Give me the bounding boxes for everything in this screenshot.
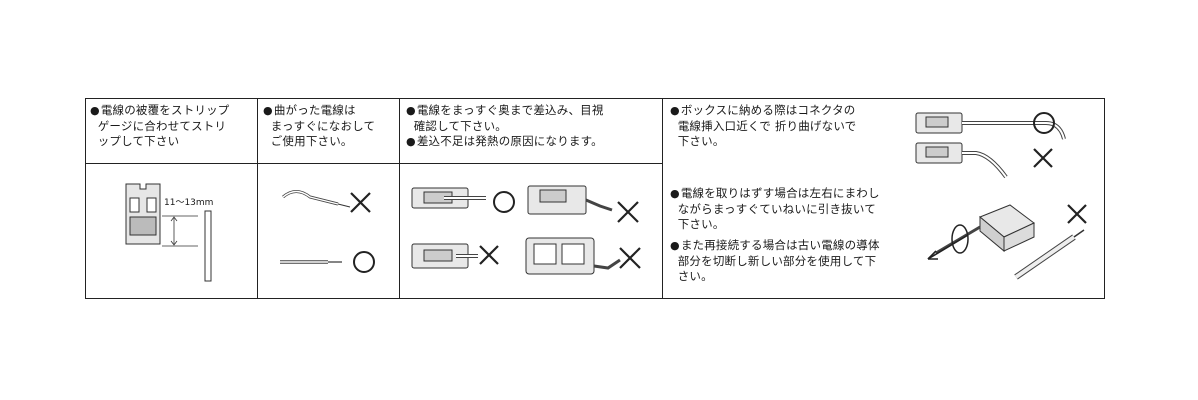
divider	[86, 163, 662, 164]
remove-wire-figure	[927, 204, 1087, 280]
panel3-line: 電線をまっすぐ奥まで差込み、目視	[416, 103, 604, 117]
connector-ok	[411, 187, 486, 209]
panel2-line: まっすぐになおして	[270, 118, 376, 133]
bullet: ●	[670, 239, 680, 252]
divider	[399, 99, 400, 298]
panel1-text: ●電線の被覆をストリップ ゲージに合わせてストリ ップして下さい	[90, 103, 230, 150]
connector-ng-topview	[525, 237, 621, 275]
panel4-item3: ●また再接続する場合は古い電線の導体 部分を切断し新しい部分を使用して下 さい。	[670, 238, 880, 285]
panel4-line: また再接続する場合は古い電線の導体	[680, 238, 880, 252]
cross-ng-mark	[1033, 148, 1053, 168]
connector-ng-partial	[411, 243, 478, 269]
divider	[257, 99, 258, 298]
insertion-check-figure	[411, 185, 641, 275]
connector-ng-shallow	[527, 185, 613, 215]
bullet: ●	[670, 104, 680, 117]
panel4-line: 電線挿入口近くで 折り曲げないで	[677, 118, 857, 133]
strip-length-label: 11〜13mm	[164, 198, 213, 208]
divider	[662, 99, 663, 298]
twist-arrow	[951, 224, 969, 254]
panel4-line: 下さい。	[677, 217, 725, 231]
panel4-line: ボックスに納める際はコネクタの	[680, 103, 856, 117]
panel4-line: 下さい。	[677, 134, 725, 148]
circle-ok-mark	[493, 191, 515, 213]
connector-remove	[935, 204, 1035, 255]
wire-straighten-figure	[280, 190, 375, 273]
panel1-line: ップして下さい	[97, 134, 180, 148]
bullet: ●	[263, 104, 273, 117]
circle-ok-mark	[353, 251, 375, 273]
bullet: ●	[406, 135, 416, 148]
panel4-line: 電線を取りはずす場合は左右にまわし	[680, 186, 880, 200]
cross-ng-mark	[1067, 204, 1087, 224]
pull-arrow	[927, 234, 969, 260]
cross-ng-mark	[350, 192, 371, 213]
panel4-item2: ●電線を取りはずす場合は左右にまわし ながらまっすぐていねいに引き抜いて 下さい…	[670, 186, 880, 233]
panel1-line: ゲージに合わせてストリ	[97, 118, 227, 133]
bend-check-figure	[915, 112, 1066, 179]
panel2-text: ●曲がった電線は まっすぐになおして ご使用下さい。	[263, 103, 375, 150]
cross-ng-mark	[617, 201, 639, 223]
cross-ng-mark	[479, 245, 499, 265]
panel4-item1: ●ボックスに納める際はコネクタの 電線挿入口近くで 折り曲げないで 下さい。	[670, 103, 856, 150]
instruction-table: ●電線の被覆をストリップ ゲージに合わせてストリ ップして下さい ●曲がった電線…	[85, 98, 1105, 299]
bullet: ●	[90, 104, 100, 117]
wire	[204, 210, 212, 282]
bullet: ●	[670, 187, 680, 200]
cross-ng-mark	[619, 247, 641, 269]
connector-straight	[915, 112, 1066, 140]
connector-window	[129, 216, 157, 236]
panel2-line: 曲がった電線は	[273, 103, 356, 117]
panel3-note: 差込不足は発熱の原因になります。	[416, 134, 603, 148]
panel4-line: 部分を切断し新しい部分を使用して下	[677, 253, 877, 268]
strip-gauge-figure: 11〜13mm	[125, 183, 213, 282]
panel2-line: ご使用下さい。	[270, 134, 353, 148]
panel1-line: 電線の被覆をストリップ	[100, 103, 230, 117]
panel4-line: ながらまっすぐていねいに引き抜いて	[677, 201, 876, 216]
bullet: ●	[406, 104, 416, 117]
circle-ok-mark	[1033, 112, 1055, 134]
panel3-line: 確認して下さい。	[413, 118, 507, 133]
old-wire	[1014, 229, 1085, 280]
connector-slot	[129, 197, 140, 213]
panel3-text: ●電線をまっすぐ奥まで差込み、目視 確認して下さい。 ●差込不足は発熱の原因にな…	[406, 103, 604, 150]
panel4-line: さい。	[677, 269, 713, 283]
connector-slot	[146, 197, 157, 213]
connector-bent	[915, 142, 1008, 179]
